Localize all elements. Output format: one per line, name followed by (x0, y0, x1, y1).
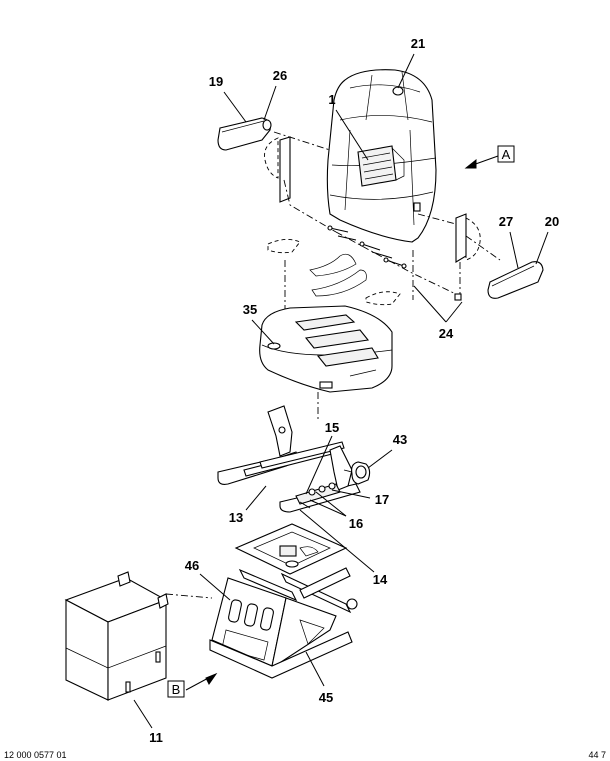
callout-45: 45 (319, 690, 333, 705)
seat-frame (217, 405, 371, 513)
seat-suspension-base (209, 523, 358, 679)
view-a-indicator: A (464, 145, 515, 169)
callout-46: 46 (185, 558, 199, 573)
right-armrest (487, 261, 544, 299)
hardware-pins (267, 225, 462, 306)
callout-13: 13 (229, 510, 243, 525)
callout-1: 1 (328, 92, 335, 107)
view-label-b: B (172, 682, 181, 697)
figure-id-right: 44 7 (588, 750, 606, 760)
right-armrest-bracket (455, 213, 467, 263)
callout-24: 24 (439, 326, 454, 341)
leader-lines (133, 53, 549, 729)
storage-box (64, 571, 213, 701)
callout-11: 11 (149, 730, 163, 745)
left-armrest-cover (264, 137, 279, 179)
callout-43: 43 (393, 432, 407, 447)
left-armrest-bracket (279, 136, 291, 203)
seat-cushion (259, 305, 393, 393)
right-armrest-cover (465, 217, 481, 261)
callout-21: 21 (411, 36, 425, 51)
view-b-indicator: B (167, 672, 218, 698)
callout-35: 35 (243, 302, 257, 317)
callout-26: 26 (273, 68, 287, 83)
seat-back (326, 69, 437, 243)
view-label-a: A (502, 147, 511, 162)
callout-19: 19 (209, 74, 223, 89)
callout-14: 14 (373, 572, 388, 587)
figure-id-left: 12 000 0577 01 (4, 750, 67, 760)
callout-16: 16 (349, 516, 363, 531)
callout-17: 17 (375, 492, 389, 507)
callout-27: 27 (499, 214, 513, 229)
callout-15: 15 (325, 420, 339, 435)
callout-20: 20 (545, 214, 559, 229)
left-armrest (217, 117, 272, 151)
